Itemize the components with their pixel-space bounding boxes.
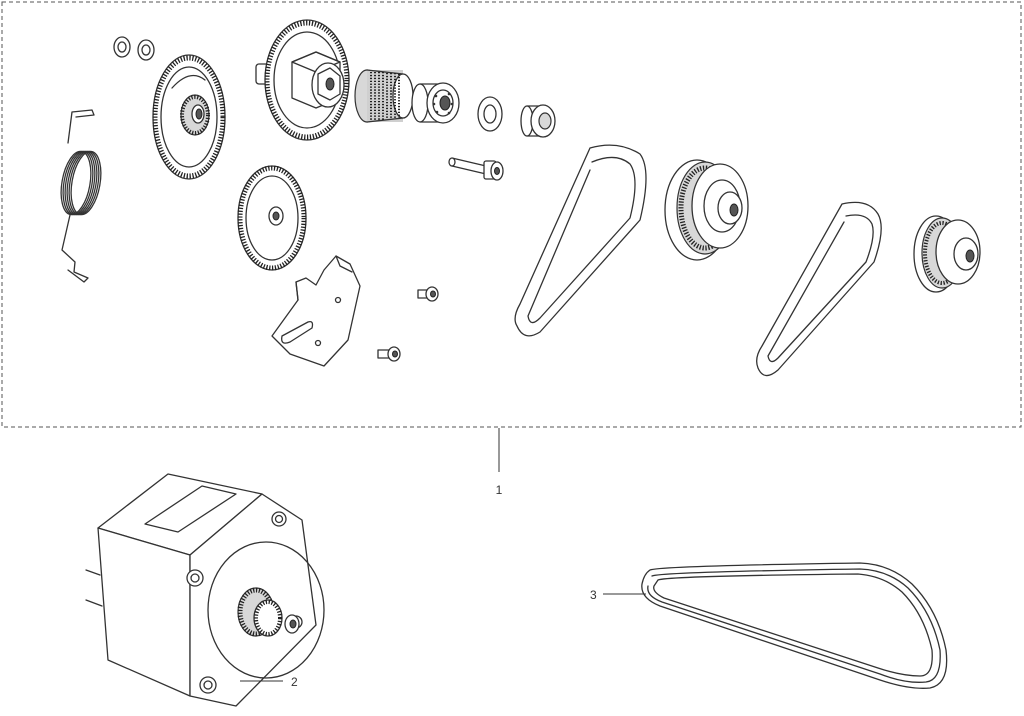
timing-belt-kit-2 — [756, 201, 882, 377]
large-gear-with-hub — [152, 54, 226, 180]
socket-screw-1 — [417, 286, 439, 302]
shoulder-screw — [448, 157, 504, 181]
flat-washer — [477, 96, 503, 132]
stepper-motor — [85, 473, 325, 707]
bracket-plate — [271, 255, 361, 367]
timing-belt-kit-1 — [514, 144, 647, 337]
pulley-1 — [664, 159, 749, 261]
timing-belt — [641, 562, 948, 689]
coil-sleeve — [354, 69, 414, 123]
callout-3-label: 3 — [590, 588, 597, 602]
bearing — [411, 82, 460, 124]
kit-parts-group — [60, 19, 981, 377]
motor-pinion-gear — [237, 587, 300, 637]
shaft-collar — [520, 104, 556, 138]
gear-with-hex-hub — [255, 19, 350, 141]
callout-1-label: 1 — [496, 483, 503, 497]
pulley-2 — [913, 215, 981, 293]
small-washers — [113, 36, 155, 61]
callout-2-label: 2 — [291, 675, 298, 689]
kit-boundary-box — [1, 1, 1022, 428]
socket-screw-2 — [377, 346, 401, 362]
torsion-spring — [60, 109, 102, 283]
medium-gear — [237, 165, 307, 271]
